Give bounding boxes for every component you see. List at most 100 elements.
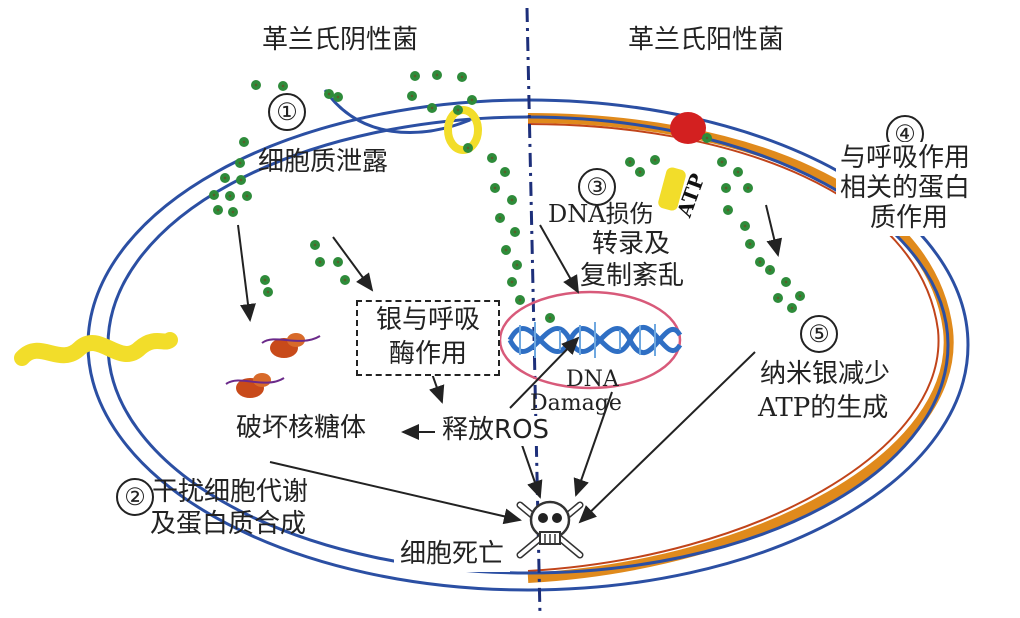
nanoparticle xyxy=(490,183,500,193)
arrow-ros-to-death xyxy=(521,444,543,499)
nanoparticle xyxy=(501,245,511,255)
nanoparticle xyxy=(340,275,350,285)
label-dna-in-ellipse: DNA xyxy=(566,367,619,392)
gram-positive-wall-inner-line xyxy=(527,123,940,572)
nanoparticle xyxy=(787,303,797,313)
nanoparticle xyxy=(721,183,731,193)
label-release-ros: 释放ROS xyxy=(440,415,552,446)
nanoparticle xyxy=(773,293,783,303)
label-atp-reduce-line1: 纳米银减少 xyxy=(760,359,891,389)
label-damage-in-ellipse: Damage xyxy=(530,391,622,416)
label-dna-damage-line2: 转录及 xyxy=(592,229,671,259)
nanoparticle xyxy=(220,173,230,183)
nanoparticle xyxy=(702,133,712,143)
nanoparticle xyxy=(743,183,753,193)
silver-enzyme-box: 银与呼吸 酶作用 xyxy=(356,300,500,376)
nanoparticle xyxy=(407,91,417,101)
nanoparticle xyxy=(717,157,727,167)
nanoparticle xyxy=(457,72,467,82)
ribosome-upper xyxy=(261,333,321,358)
skull-crossbones-icon xyxy=(516,500,584,559)
nanoparticle xyxy=(545,313,555,323)
label-cytoplasm-leak: 细胞质泄露 xyxy=(258,147,389,177)
nanoparticle xyxy=(650,155,660,165)
arrow-ribosome-to-death xyxy=(269,461,522,525)
marker-2: ② xyxy=(116,478,154,516)
nanoparticle xyxy=(463,143,473,153)
nanoparticle xyxy=(487,153,497,163)
arrow-ros-to-dna xyxy=(509,336,580,409)
marker-3: ③ xyxy=(578,168,616,206)
nanoparticle xyxy=(507,277,517,287)
silver-nanoparticles xyxy=(209,70,805,323)
arrow-to-silver-enzyme xyxy=(332,236,374,292)
nanoparticle xyxy=(500,167,510,177)
nanoparticle xyxy=(495,213,505,223)
nanoparticle xyxy=(745,239,755,249)
nanoparticle xyxy=(324,89,334,99)
nanoparticle xyxy=(251,80,261,90)
nanoparticle xyxy=(213,205,223,215)
label-cell-death: 细胞死亡 xyxy=(394,538,511,572)
label-dna-damage-line1: DNA损伤 xyxy=(548,200,654,228)
nanoparticle xyxy=(795,291,805,301)
nanoparticle xyxy=(765,265,775,275)
nanoparticle xyxy=(263,287,273,297)
nanoparticle xyxy=(512,260,522,270)
nanoparticle xyxy=(510,227,520,237)
title-gram-positive: 革兰氏阳性菌 xyxy=(628,25,785,55)
label-resp-line3: 质作用 xyxy=(870,202,949,233)
nanoparticle xyxy=(410,71,420,81)
nanoparticle xyxy=(515,295,525,305)
nanoparticle xyxy=(432,70,442,80)
label-resp-line1: 与呼吸作用 xyxy=(840,143,971,173)
label-atp-reduce-line2: ATP的生成 xyxy=(758,393,889,423)
nanoparticle xyxy=(733,167,743,177)
nanoparticle xyxy=(427,103,437,113)
nanoparticle xyxy=(242,191,252,201)
title-gram-negative: 革兰氏阴性菌 xyxy=(262,25,419,55)
porin-protein xyxy=(444,106,482,154)
nanoparticle xyxy=(453,105,463,115)
arrow-atp-to-death xyxy=(578,351,756,524)
nanoparticle xyxy=(723,205,733,215)
nanoparticle xyxy=(315,257,325,267)
dna-damage-ellipse xyxy=(498,290,682,390)
nanoparticle xyxy=(310,240,320,250)
nanoparticle xyxy=(333,92,343,102)
nanoparticle xyxy=(209,190,219,200)
nanoparticle xyxy=(635,167,645,177)
ribosome-lower xyxy=(225,373,285,398)
nanoparticle xyxy=(740,221,750,231)
label-interfere-line2: 及蛋白质合成 xyxy=(150,509,307,539)
nanoparticle xyxy=(278,81,288,91)
marker-1: ① xyxy=(268,93,306,131)
label-destroy-ribosome: 破坏核糖体 xyxy=(236,413,367,443)
label-resp-line2: 相关的蛋白 xyxy=(840,172,971,203)
marker-5: ⑤ xyxy=(800,315,838,353)
nanoparticle xyxy=(625,157,635,167)
nanoparticle xyxy=(333,257,343,267)
label-dna-damage-line3: 复制紊乱 xyxy=(580,261,685,291)
arrow-label3-to-dna xyxy=(539,224,579,294)
arrow-resp-down xyxy=(765,204,783,257)
nanoparticle xyxy=(507,195,517,205)
nanoparticle xyxy=(225,191,235,201)
respiratory-proteins-box: 与呼吸作用 相关的蛋白 质作用 xyxy=(836,142,975,236)
atp-synthase xyxy=(658,167,686,211)
nanoparticle xyxy=(239,137,249,147)
membrane-protein-red xyxy=(670,112,706,144)
nanoparticle xyxy=(228,207,238,217)
arrow-dna-to-death xyxy=(573,391,613,497)
flagellum xyxy=(14,332,178,366)
dna-base-pairs xyxy=(519,322,656,358)
arrow-leak-to-ribosome xyxy=(237,224,256,322)
nanoparticle xyxy=(236,175,246,185)
nanoparticle xyxy=(235,158,245,168)
nanoparticle xyxy=(467,95,477,105)
label-silver-enzyme-line1: 银与呼吸 xyxy=(375,305,480,335)
nanoparticle xyxy=(755,257,765,267)
label-interfere-line1: 干扰细胞代谢 xyxy=(152,477,309,507)
